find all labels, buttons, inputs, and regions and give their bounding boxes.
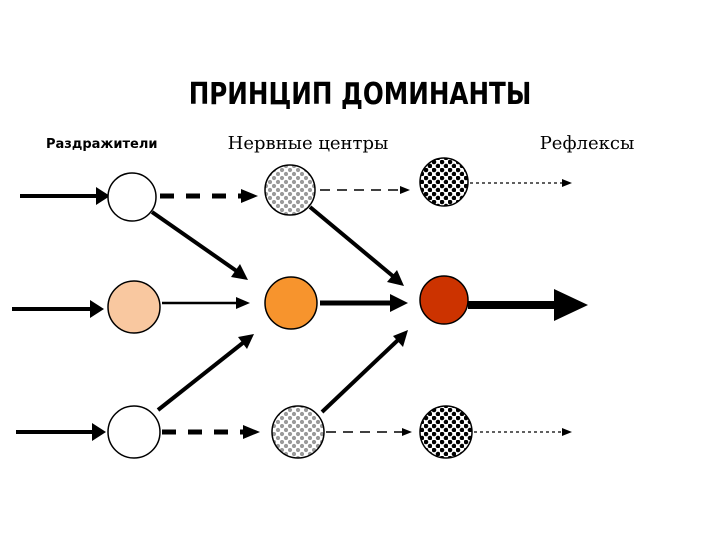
middle-center-circle [264, 276, 318, 330]
top-inhibited-center-circle [264, 164, 316, 216]
bottom-receptor-circle [107, 405, 161, 459]
bottom-inhibited-center-circle [271, 405, 325, 459]
top-stimulus-arrow [20, 187, 110, 205]
middle-stimulus-arrow [12, 300, 104, 318]
middle-connection-arrow [162, 297, 250, 309]
bottom-stimulus-arrow [16, 423, 106, 441]
bottom-dashed-connection [162, 425, 260, 439]
top-receptor-circle [107, 172, 157, 222]
reflexes-label: Рефлексы [540, 133, 635, 154]
diagonal-arrow-bottom-center-to-dominant [320, 330, 408, 414]
top-center-reflex-dashed [320, 186, 410, 194]
diagonal-arrow-top-center-to-dominant [308, 205, 404, 286]
dominant-center-circle [419, 275, 469, 325]
page-title: ПРИНЦИП ДОМИНАНТЫ [189, 78, 532, 112]
top-dashed-connection [160, 189, 258, 203]
top-inhibited-reflex-circle [419, 157, 469, 207]
bottom-reflex-dotted-arrow [474, 428, 572, 436]
nerve-centers-label: Нервные центры [228, 133, 389, 154]
dominant-reflex-arrow [468, 289, 588, 321]
bottom-center-reflex-dashed [326, 428, 412, 436]
top-reflex-dotted-arrow [470, 179, 572, 187]
diagonal-arrow-top-receptor-to-middle-center [150, 210, 248, 280]
middle-receptor-circle [107, 280, 161, 334]
diagonal-arrow-bottom-receptor-to-middle-center [156, 334, 254, 412]
stimuli-label: Раздражители [46, 137, 157, 152]
bottom-inhibited-reflex-circle [419, 405, 473, 459]
middle-center-to-dominant-arrow [320, 294, 408, 312]
